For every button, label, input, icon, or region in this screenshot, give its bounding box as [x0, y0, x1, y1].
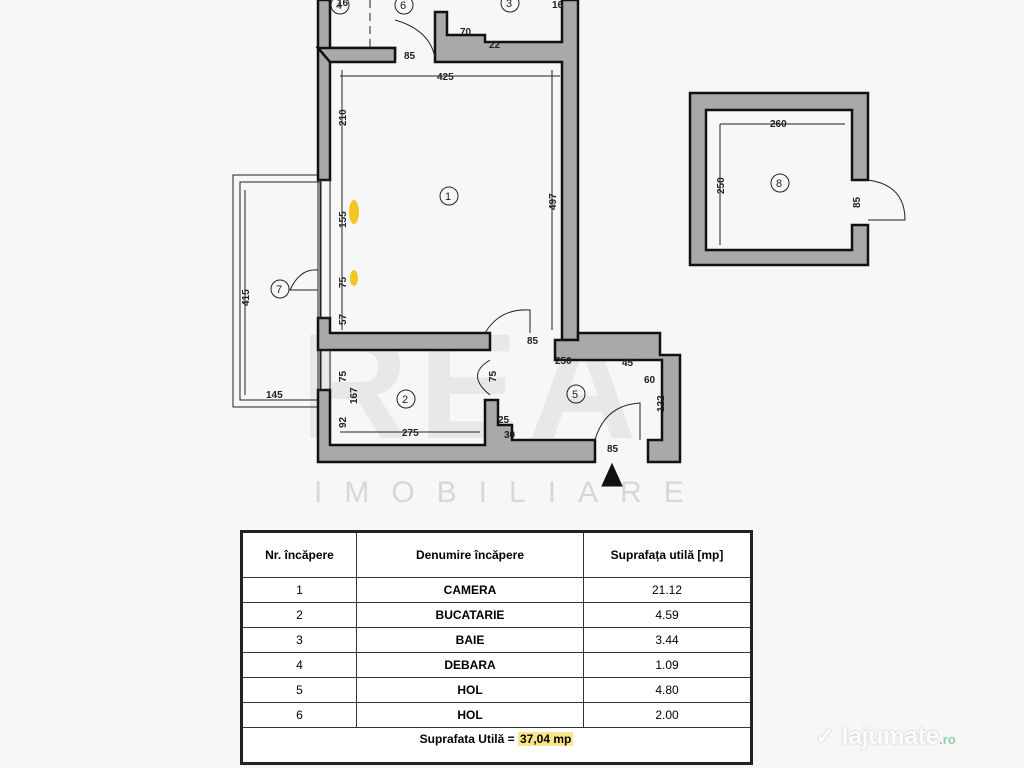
- dim-167: 167: [349, 387, 360, 404]
- highlight-mark: [350, 270, 358, 286]
- dim-75-c: 75: [338, 370, 349, 382]
- room-number-4: 4: [336, 0, 342, 12]
- room-nr: 1: [241, 577, 357, 603]
- room-name: HOL: [356, 677, 584, 703]
- dim-85-bot: 85: [607, 444, 619, 455]
- dim-260: 260: [770, 119, 787, 130]
- watermark-subtitle: IMOBILIARE: [314, 476, 706, 509]
- site-logo: ✓ lajumate.ro: [815, 723, 956, 750]
- room-number-6: 6: [400, 0, 406, 12]
- room-number-2: 2: [402, 394, 408, 406]
- dim-45: 45: [622, 358, 634, 369]
- room-area: 4.80: [583, 677, 752, 703]
- dim-85-mid: 85: [527, 336, 539, 347]
- north-arrow-icon: [601, 462, 623, 487]
- door-arc-2: [477, 359, 491, 396]
- dim-30: 30: [504, 430, 516, 441]
- room-number-7: 7: [276, 284, 282, 296]
- wall-top-right: [433, 0, 580, 342]
- dim-155: 155: [338, 211, 349, 228]
- room-name: DEBARA: [356, 652, 584, 678]
- room-number-1: 1: [445, 191, 451, 203]
- door-arc-6: [394, 19, 436, 59]
- wall-right-lower: [553, 331, 682, 464]
- dim-210: 210: [338, 109, 349, 126]
- dim-122: 122: [656, 395, 667, 412]
- dim-275: 275: [402, 428, 419, 439]
- dimension-labels: 85 70 22 425 16 210 497 155 75 57 415 14…: [241, 0, 863, 455]
- table-header: Nr. încăpere Denumire încăpere Suprafața…: [241, 531, 752, 578]
- dim-85-r: 85: [852, 196, 863, 208]
- wall-main: [316, 0, 397, 182]
- room-number-5: 5: [572, 389, 578, 401]
- dim-250-b: 250: [716, 177, 727, 194]
- wall-bottom: [316, 388, 597, 464]
- balcony-inner: [239, 181, 321, 401]
- dim-16-b: 16: [552, 0, 564, 11]
- door-arc-5: [594, 402, 641, 441]
- dim-70: 70: [460, 27, 472, 38]
- window-kitchen: [317, 349, 331, 391]
- site-logo-name: lajumate: [841, 723, 940, 750]
- dim-415: 415: [241, 289, 252, 306]
- room-area: 2.00: [583, 702, 752, 728]
- dim-25: 25: [498, 415, 510, 426]
- highlight-mark: [349, 200, 359, 224]
- room-name: BUCATARIE: [356, 602, 584, 628]
- door-arc-7: [289, 269, 319, 291]
- room-nr: 5: [241, 677, 357, 703]
- dim-250: 250: [555, 356, 572, 367]
- dim-75: 75: [338, 276, 349, 288]
- dim-57: 57: [338, 313, 349, 325]
- room-name: BAIE: [356, 627, 584, 653]
- dim-75-b: 75: [488, 370, 499, 382]
- room-labels: 4 6 3 1 2 5 7 8: [270, 0, 790, 409]
- door-arc-1: [484, 309, 531, 334]
- room-area-table: Nr. încăpere Denumire încăpere Suprafața…: [240, 530, 753, 765]
- header-area: Suprafața utilă [mp]: [583, 531, 752, 578]
- balcony-outline: [232, 174, 322, 408]
- dim-145: 145: [266, 390, 283, 401]
- room-area: 3.44: [583, 627, 752, 653]
- room-area: 1.09: [583, 652, 752, 678]
- dim-16: 16: [337, 0, 349, 9]
- dim-85: 85: [404, 51, 416, 62]
- room-nr: 3: [241, 627, 357, 653]
- window-left: [317, 179, 331, 319]
- dim-92: 92: [338, 416, 349, 428]
- room-area: 4.59: [583, 602, 752, 628]
- site-logo-tld: .ro: [939, 732, 956, 747]
- room-nr: 2: [241, 602, 357, 628]
- room-nr: 6: [241, 702, 357, 728]
- dim-22: 22: [489, 40, 501, 51]
- total-row: Suprafata Utilă = 37,04 mp: [241, 727, 752, 764]
- total-value: 37,04 mp: [518, 732, 574, 746]
- wall-top: [315, 46, 397, 64]
- dim-60: 60: [644, 375, 656, 386]
- room-name: CAMERA: [356, 577, 584, 603]
- room-nr: 4: [241, 652, 357, 678]
- dim-425: 425: [437, 72, 454, 83]
- room-area: 21.12: [583, 577, 752, 603]
- header-room-number: Nr. încăpere: [241, 531, 357, 578]
- header-room-name: Denumire încăpere: [356, 531, 584, 578]
- total-label: Suprafata Utilă =: [419, 732, 515, 746]
- door-arc-8: [867, 179, 906, 221]
- room-number-3: 3: [506, 0, 512, 10]
- room-name: HOL: [356, 702, 584, 728]
- dim-497: 497: [548, 193, 559, 210]
- room-number-8: 8: [776, 178, 782, 190]
